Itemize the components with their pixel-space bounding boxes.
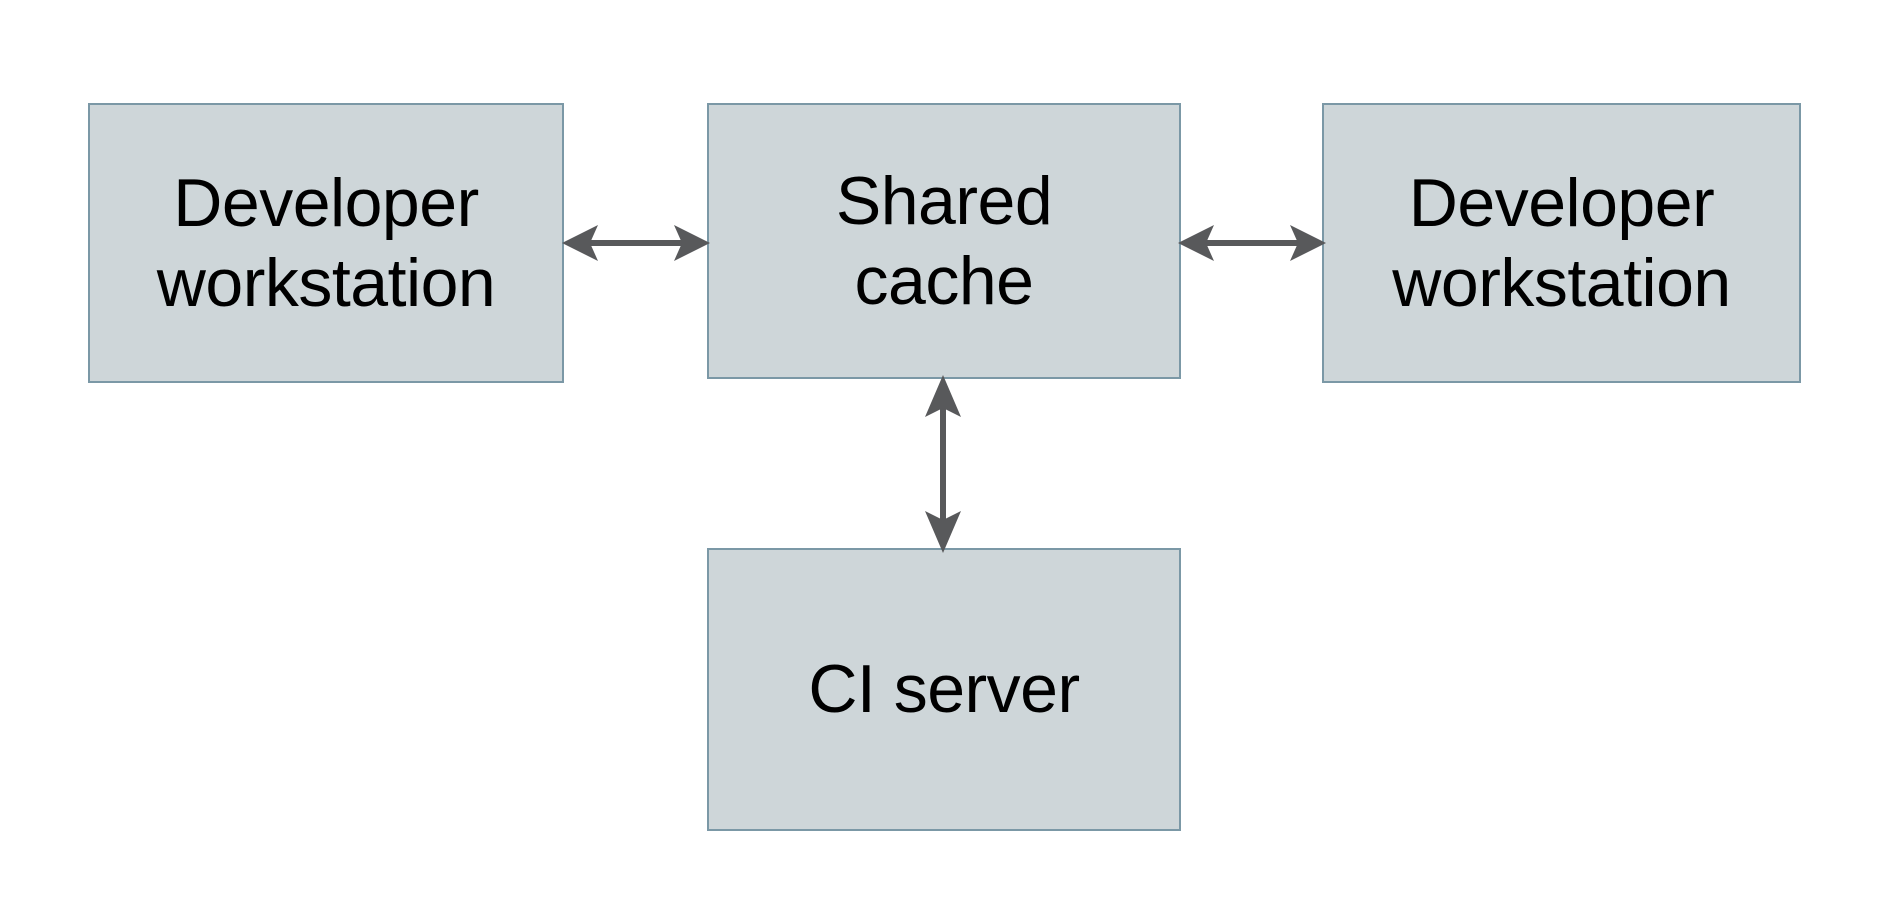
- arrow-head-right-icon: [674, 225, 710, 261]
- connector-shared-cache-to-ci-server[interactable]: [913, 373, 973, 555]
- arrow-head-left-icon: [1178, 225, 1214, 261]
- node-label-shared-cache: Shared cache: [835, 162, 1053, 319]
- arrow-head-right-icon: [1290, 225, 1326, 261]
- node-developer-workstation-right[interactable]: Developer workstation: [1322, 103, 1801, 383]
- node-label-developer-workstation-left: Developer workstation: [156, 164, 496, 321]
- connector-shared-cache-to-developer-workstation-right[interactable]: [1176, 213, 1328, 273]
- node-shared-cache[interactable]: Shared cache: [707, 103, 1181, 379]
- arrow-head-left-icon: [562, 225, 598, 261]
- connector-developer-workstation-left-to-shared-cache[interactable]: [560, 213, 712, 273]
- arrow-head-up-icon: [925, 375, 961, 417]
- node-developer-workstation-left[interactable]: Developer workstation: [88, 103, 564, 383]
- node-label-ci-server: CI server: [808, 651, 1080, 728]
- node-label-developer-workstation-right: Developer workstation: [1392, 164, 1731, 321]
- node-ci-server[interactable]: CI server: [707, 548, 1181, 831]
- arrow-head-down-icon: [925, 511, 961, 553]
